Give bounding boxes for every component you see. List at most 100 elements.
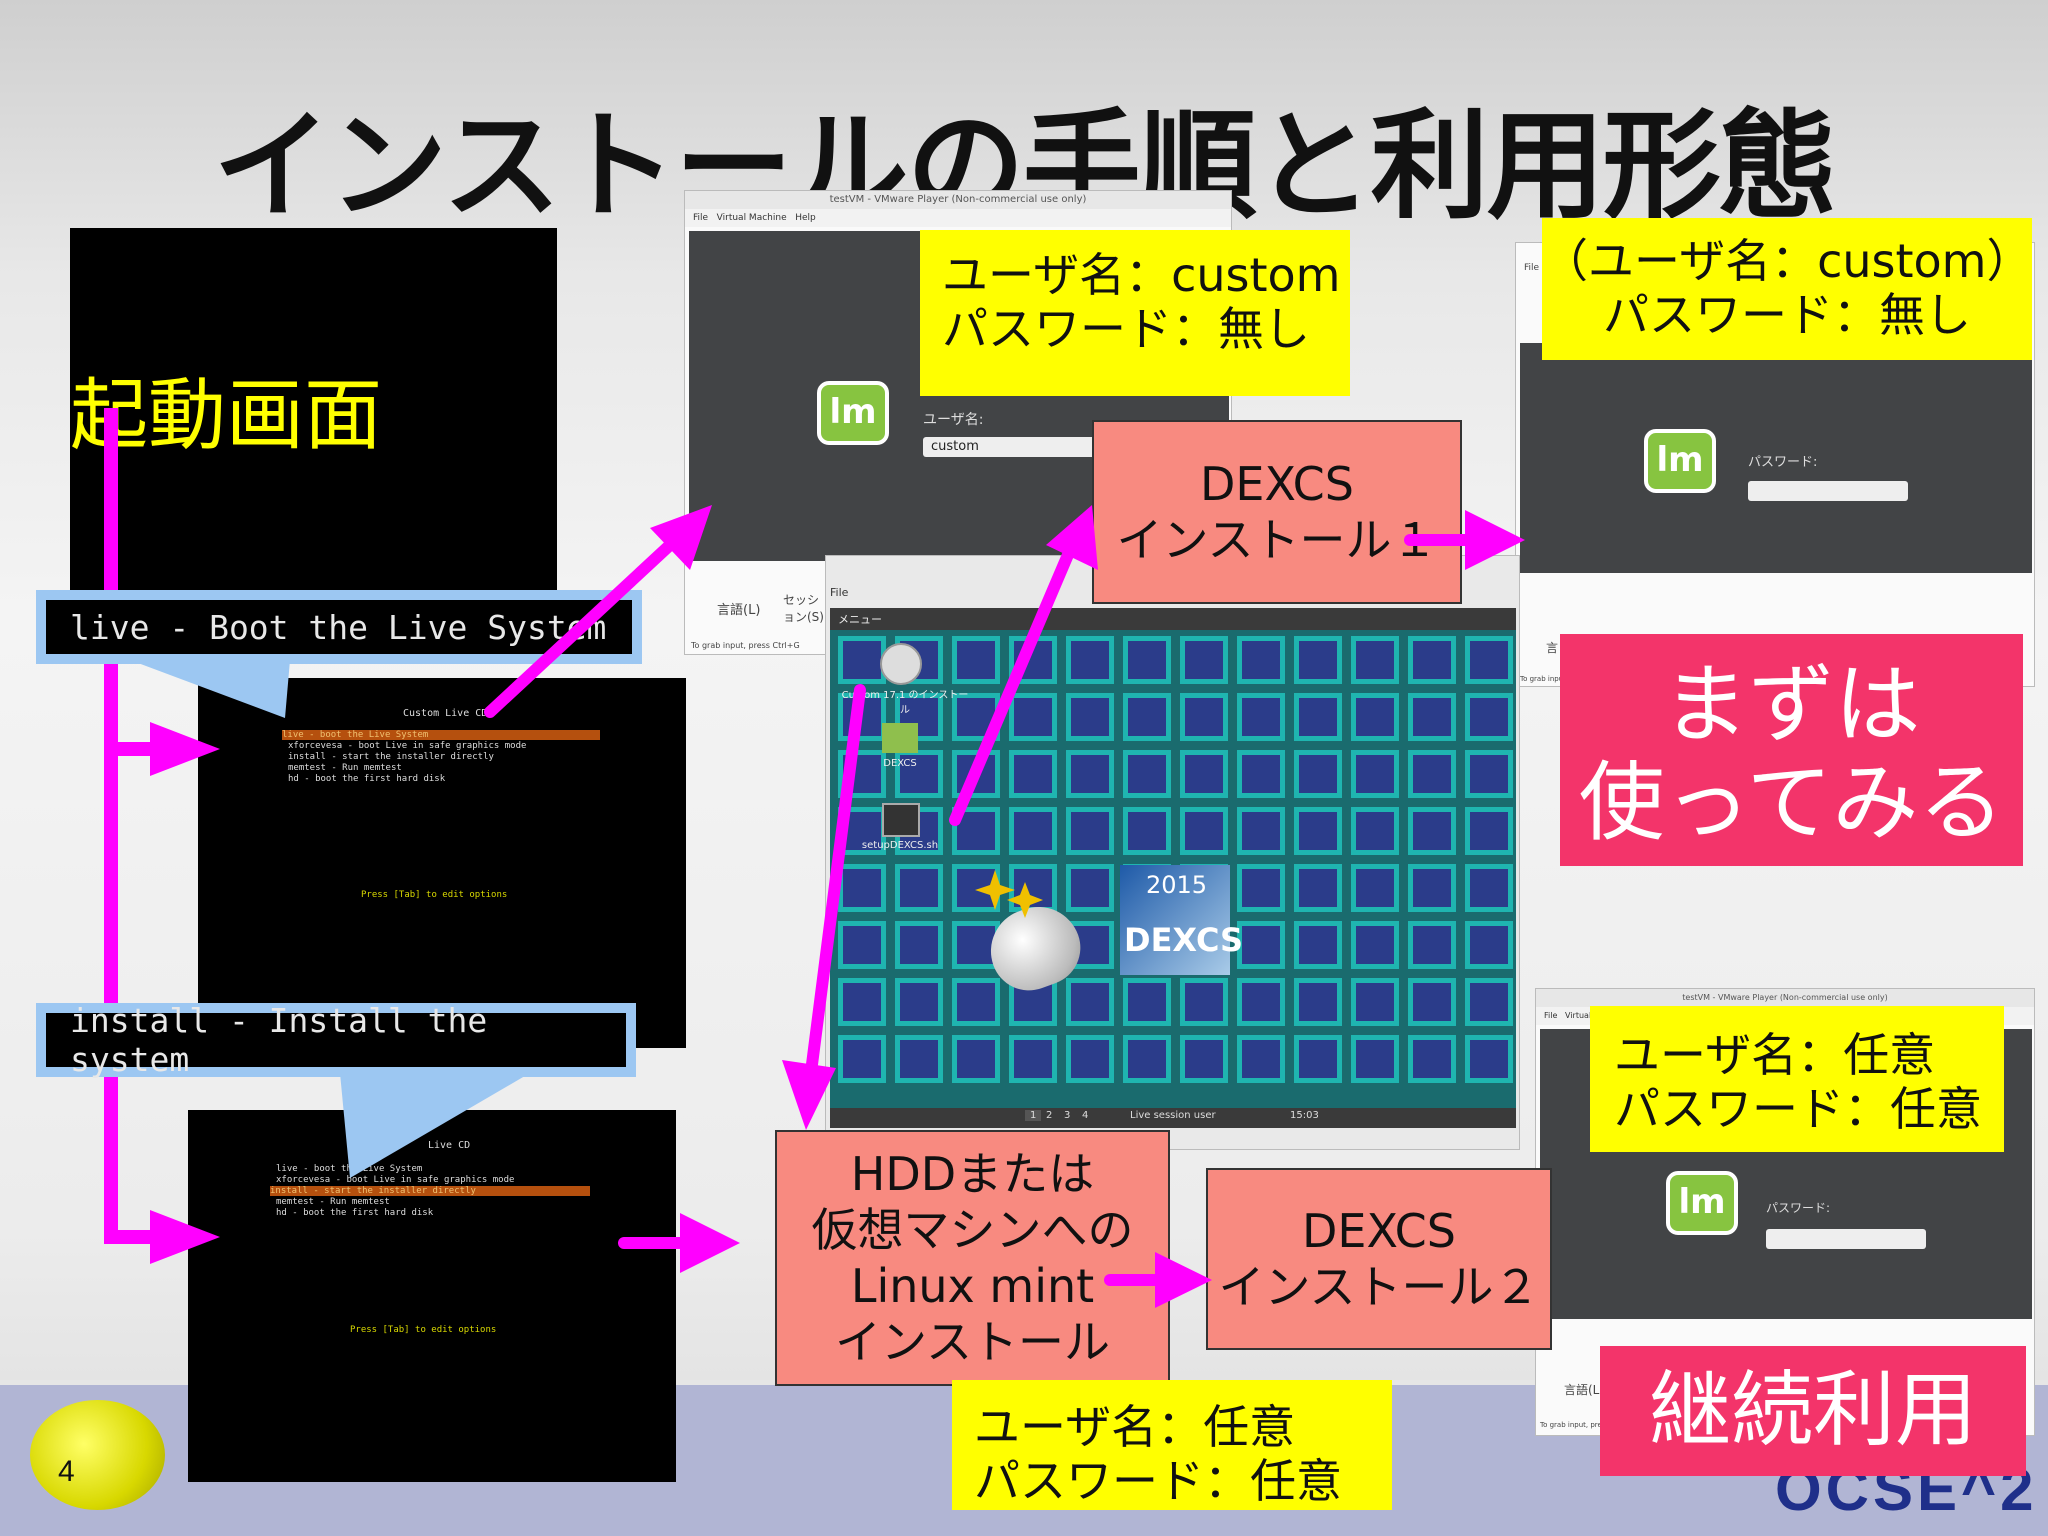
wallpaper-tile	[1066, 750, 1114, 798]
boot-menu-screen-1: Custom Live CD live - boot the Live Syst…	[198, 678, 686, 1048]
wallpaper-tile	[1180, 750, 1228, 798]
box-line: HDDまたは	[850, 1147, 1095, 1201]
wallpaper-tile	[1066, 693, 1114, 741]
menu-virtual[interactable]: Virtual	[1565, 1011, 1592, 1020]
wallpaper-tile	[895, 1035, 943, 1083]
desktop-area: メニュー Custom 17.1 のインストール DEXCS setupDEXC…	[830, 608, 1516, 1108]
box-line: Linux mint	[850, 1259, 1095, 1313]
wallpaper-tile	[1180, 1035, 1228, 1083]
dexcs-year: 2015	[1146, 871, 1208, 899]
wallpaper-tile	[1066, 1035, 1114, 1083]
password-input[interactable]	[1748, 481, 1908, 501]
boot-menu-item[interactable]: hd - boot the first hard disk	[288, 774, 446, 784]
note-line: ユーザ名：任意	[974, 1400, 1296, 1454]
menu-file[interactable]: File	[693, 213, 709, 223]
wallpaper-tile	[952, 978, 1000, 1026]
boot-menu-item-install[interactable]: install - start the installer directly	[270, 1186, 590, 1196]
menu-button[interactable]: メニュー	[838, 613, 882, 626]
boot-menu-footer: Press [Tab] to edit options	[361, 890, 508, 900]
try-first-line: 使ってみる	[1578, 753, 2005, 853]
boot-menu-header: Custom Live CD	[403, 708, 488, 719]
continue-use-box: 継続利用	[1600, 1346, 2026, 1476]
boot-menu-item[interactable]: hd - boot the first hard disk	[276, 1208, 434, 1218]
folder-label[interactable]: DEXCS	[883, 758, 917, 769]
wallpaper-tile	[1123, 636, 1171, 684]
boot-menu-header: Live CD	[428, 1140, 471, 1151]
wallpaper-tile	[1237, 921, 1285, 969]
wallpaper-tile	[1294, 921, 1342, 969]
wallpaper-tile	[1294, 864, 1342, 912]
wallpaper-tile	[1237, 636, 1285, 684]
wallpaper-tile	[895, 750, 943, 798]
install-disc-label[interactable]: Custom 17.1 のインストール	[841, 690, 969, 716]
wallpaper-tile	[1066, 864, 1114, 912]
wallpaper-tile	[1066, 978, 1114, 1026]
menu-file[interactable]: File	[830, 586, 849, 599]
wallpaper-tile	[1237, 1035, 1285, 1083]
wallpaper-tile	[1123, 807, 1171, 855]
wallpaper-tile	[1237, 864, 1285, 912]
boot-menu-item[interactable]: xforcevesa - boot Live in safe graphics …	[288, 741, 527, 751]
menu-help[interactable]: Help	[795, 213, 816, 223]
login-screen	[1520, 343, 2032, 573]
wallpaper-tile	[1066, 807, 1114, 855]
wallpaper-tile	[1465, 864, 1513, 912]
wallpaper-tile	[1351, 693, 1399, 741]
box-line: インストール	[834, 1315, 1111, 1369]
note-line: パスワード：任意	[974, 1454, 1342, 1508]
wallpaper-tile	[895, 693, 943, 741]
menu-file[interactable]: File	[1524, 263, 1540, 273]
folder-icon[interactable]	[882, 723, 918, 753]
wallpaper-tile	[1408, 636, 1456, 684]
wallpaper-tile	[1009, 750, 1057, 798]
note-line: パスワード：無し	[1603, 288, 1971, 342]
wallpaper-tile	[1294, 693, 1342, 741]
wallpaper-tile	[1351, 978, 1399, 1026]
vm-status-text: To grab input	[1520, 675, 1566, 683]
install-disc-icon[interactable]	[880, 643, 922, 685]
boot-menu-item[interactable]: memtest - Run memtest	[276, 1197, 390, 1207]
username-input[interactable]: custom	[923, 437, 1101, 457]
workspace-2[interactable]: 2	[1046, 1110, 1053, 1121]
boot-menu-item[interactable]: install - start the installer directly	[288, 752, 494, 762]
hdd-install-box: HDDまたは 仮想マシンへの Linux mint インストール	[775, 1130, 1170, 1386]
note-bottom: ユーザ名：任意 パスワード：任意	[952, 1380, 1392, 1510]
wallpaper-tile	[1408, 807, 1456, 855]
boot-menu-item[interactable]: xforcevesa - boot Live in safe graphics …	[276, 1175, 515, 1185]
footer-logo-icon	[30, 1400, 165, 1510]
boot-menu-item-live[interactable]: live - boot the Live System	[282, 730, 600, 740]
vm-status-text: To grab input, press Ctrl+G	[691, 641, 800, 650]
wallpaper-tile	[838, 921, 886, 969]
note-line: パスワード：無し	[942, 302, 1310, 356]
workspace-4[interactable]: 4	[1082, 1110, 1089, 1121]
workspace-1[interactable]: 1	[1025, 1110, 1042, 1121]
wallpaper-tile	[1351, 1035, 1399, 1083]
workspace-3[interactable]: 3	[1064, 1110, 1071, 1121]
language-button[interactable]: 言語(L	[1564, 1383, 1600, 1397]
wallpaper-tile	[1009, 807, 1057, 855]
wallpaper-tile	[1351, 807, 1399, 855]
language-button[interactable]: 言語(L)	[717, 603, 761, 618]
wallpaper-tile	[1237, 750, 1285, 798]
session-user[interactable]: Live session user	[1130, 1110, 1216, 1121]
boot-screen-label: 起動画面	[70, 371, 383, 461]
vm-status-text: To grab input, pre	[1540, 1421, 1602, 1429]
try-first-box: まずは 使ってみる	[1560, 634, 2023, 866]
script-label[interactable]: setupDEXCS.sh	[861, 840, 939, 851]
dexcs-name: DEXCS	[1124, 921, 1244, 959]
box-line: DEXCS	[1302, 1204, 1456, 1258]
terminal-script-icon[interactable]	[882, 803, 920, 837]
boot-screen-panel: 起動画面	[70, 228, 557, 590]
language-button[interactable]: 言	[1546, 641, 1559, 655]
menu-file[interactable]: File	[1544, 1011, 1558, 1020]
session-button[interactable]: セッション(S)	[783, 593, 824, 624]
password-input[interactable]	[1766, 1229, 1926, 1249]
boot-menu-item[interactable]: memtest - Run memtest	[288, 763, 402, 773]
wallpaper-tile	[1294, 807, 1342, 855]
menu-virtual-machine[interactable]: Virtual Machine	[716, 213, 787, 223]
boot-menu-footer: Press [Tab] to edit options	[350, 1325, 497, 1335]
password-label: パスワード:	[1766, 1201, 1831, 1215]
wallpaper-tile	[1294, 1035, 1342, 1083]
arrow-right-icon	[150, 1210, 220, 1264]
wallpaper-tile	[1465, 636, 1513, 684]
